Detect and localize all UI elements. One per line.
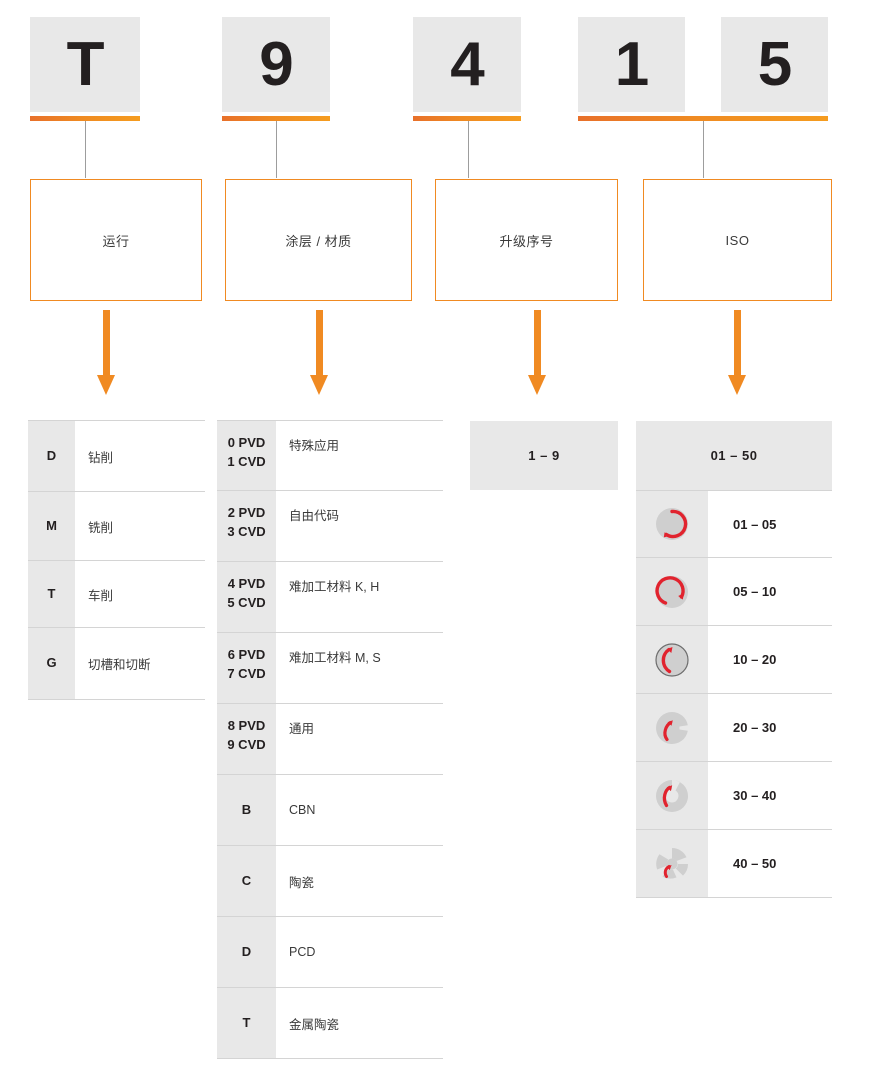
category-label-operation: 运行 [102, 233, 130, 249]
operation-label: 钻削 [75, 421, 205, 491]
operation-code: M [28, 492, 75, 560]
category-label-iso: ISO [725, 232, 750, 248]
chipbreaker-notched-large-icon [636, 830, 708, 897]
coating-label: 特殊应用 [276, 421, 443, 490]
chip-upgrade: 4 [413, 17, 521, 112]
stem-upgrade [468, 121, 469, 178]
iso-range-label: 20 – 30 [708, 694, 832, 761]
operation-label: 切槽和切断 [75, 628, 205, 699]
chipbreaker-three-quarter-icon [636, 558, 708, 625]
coating-label: 陶瓷 [276, 846, 443, 916]
table-row: 05 – 10 [636, 558, 832, 626]
table-row: 40 – 50 [636, 830, 832, 898]
rule-coating [222, 116, 330, 121]
iso-range-label: 10 – 20 [708, 626, 832, 693]
chip-iso-units-char: 5 [757, 29, 792, 99]
iso-banner: 01 – 50 [636, 421, 832, 490]
table-row: 01 – 05 [636, 490, 832, 558]
category-box-iso: ISO [643, 179, 832, 301]
coating-label: PCD [276, 917, 443, 987]
stem-operation [85, 121, 86, 178]
chip-iso-tens: 1 [578, 17, 685, 112]
category-label-coating: 涂层 / 材质 [285, 233, 352, 249]
table-row: 10 – 20 [636, 626, 832, 694]
category-box-operation: 运行 [30, 179, 202, 301]
rule-iso [578, 116, 828, 121]
coating-code: B [217, 775, 276, 845]
arrow-operation [97, 310, 116, 395]
operation-code: G [28, 628, 75, 699]
coating-code: 8 PVD 9 CVD [217, 704, 276, 774]
upgrade-banner: 1 – 9 [470, 421, 618, 490]
chip-operation: T [30, 17, 140, 112]
operation-code: T [28, 561, 75, 627]
chip-upgrade-char: 4 [450, 29, 484, 99]
category-box-upgrade: 升级序号 [435, 179, 618, 301]
chip-iso-tens-char: 1 [614, 29, 649, 99]
category-label-upgrade: 升级序号 [499, 233, 554, 249]
coating-label: 自由代码 [276, 491, 443, 561]
coating-label: CBN [276, 775, 443, 845]
chipbreaker-outlined-ring-icon [636, 626, 708, 693]
coating-label: 难加工材料 M, S [276, 633, 443, 703]
operation-label: 铣削 [75, 492, 205, 560]
coating-code: 0 PVD 1 CVD [217, 421, 276, 490]
table-row: 30 – 40 [636, 762, 832, 830]
chip-coating-char: 9 [259, 29, 293, 99]
chip-coating: 9 [222, 17, 330, 112]
operation-code: D [28, 421, 75, 491]
coating-code: 2 PVD 3 CVD [217, 491, 276, 561]
stem-coating [276, 121, 277, 178]
category-box-coating: 涂层 / 材质 [225, 179, 412, 301]
arrow-upgrade [528, 310, 547, 395]
iso-range-label: 40 – 50 [708, 830, 832, 897]
chipbreaker-notched-small-icon [636, 694, 708, 761]
coating-code: 6 PVD 7 CVD [217, 633, 276, 703]
table-row: 20 – 30 [636, 694, 832, 762]
rule-operation [30, 116, 140, 121]
operation-label: 车削 [75, 561, 205, 627]
coating-code: 4 PVD 5 CVD [217, 562, 276, 632]
iso-range-label: 05 – 10 [708, 558, 832, 625]
coating-label: 难加工材料 K, H [276, 562, 443, 632]
coating-code: D [217, 917, 276, 987]
chip-operation-char: T [66, 29, 105, 99]
coating-label: 金属陶瓷 [276, 988, 443, 1058]
arrow-iso [728, 310, 747, 395]
coating-label: 通用 [276, 704, 443, 774]
iso-range-label: 30 – 40 [708, 762, 832, 829]
coating-code: C [217, 846, 276, 916]
arrow-coating [310, 310, 329, 395]
chipbreaker-full-ring-icon [636, 491, 708, 557]
stem-iso [703, 121, 704, 178]
coating-code: T [217, 988, 276, 1058]
rule-upgrade [413, 116, 521, 121]
chip-iso-units: 5 [721, 17, 828, 112]
iso-range-label: 01 – 05 [708, 491, 832, 557]
chipbreaker-notched-medium-icon [636, 762, 708, 829]
